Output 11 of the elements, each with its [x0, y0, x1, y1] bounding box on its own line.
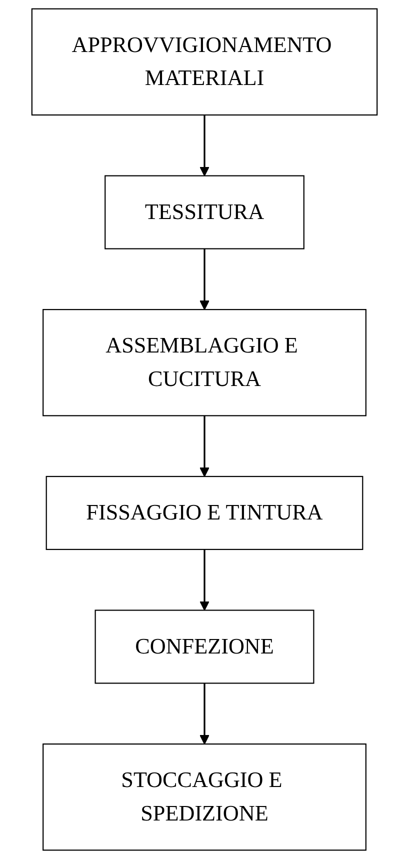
node-box: CONFEZIONE	[94, 610, 314, 684]
node-box: TESSITURA	[104, 175, 304, 250]
arrow	[200, 416, 210, 477]
arrow	[200, 549, 210, 611]
node-box: APPROVVIGIONAMENTO MATERIALI	[31, 8, 378, 116]
arrow	[200, 683, 210, 744]
arrow	[200, 114, 210, 176]
node-box: FISSAGGIO E TINTURA	[46, 476, 364, 550]
node-box: STOCCAGGIO E SPEDIZIONE	[42, 743, 366, 851]
arrow	[200, 248, 210, 310]
node-box: ASSEMBLAGGIO E CUCITURA	[42, 309, 366, 416]
